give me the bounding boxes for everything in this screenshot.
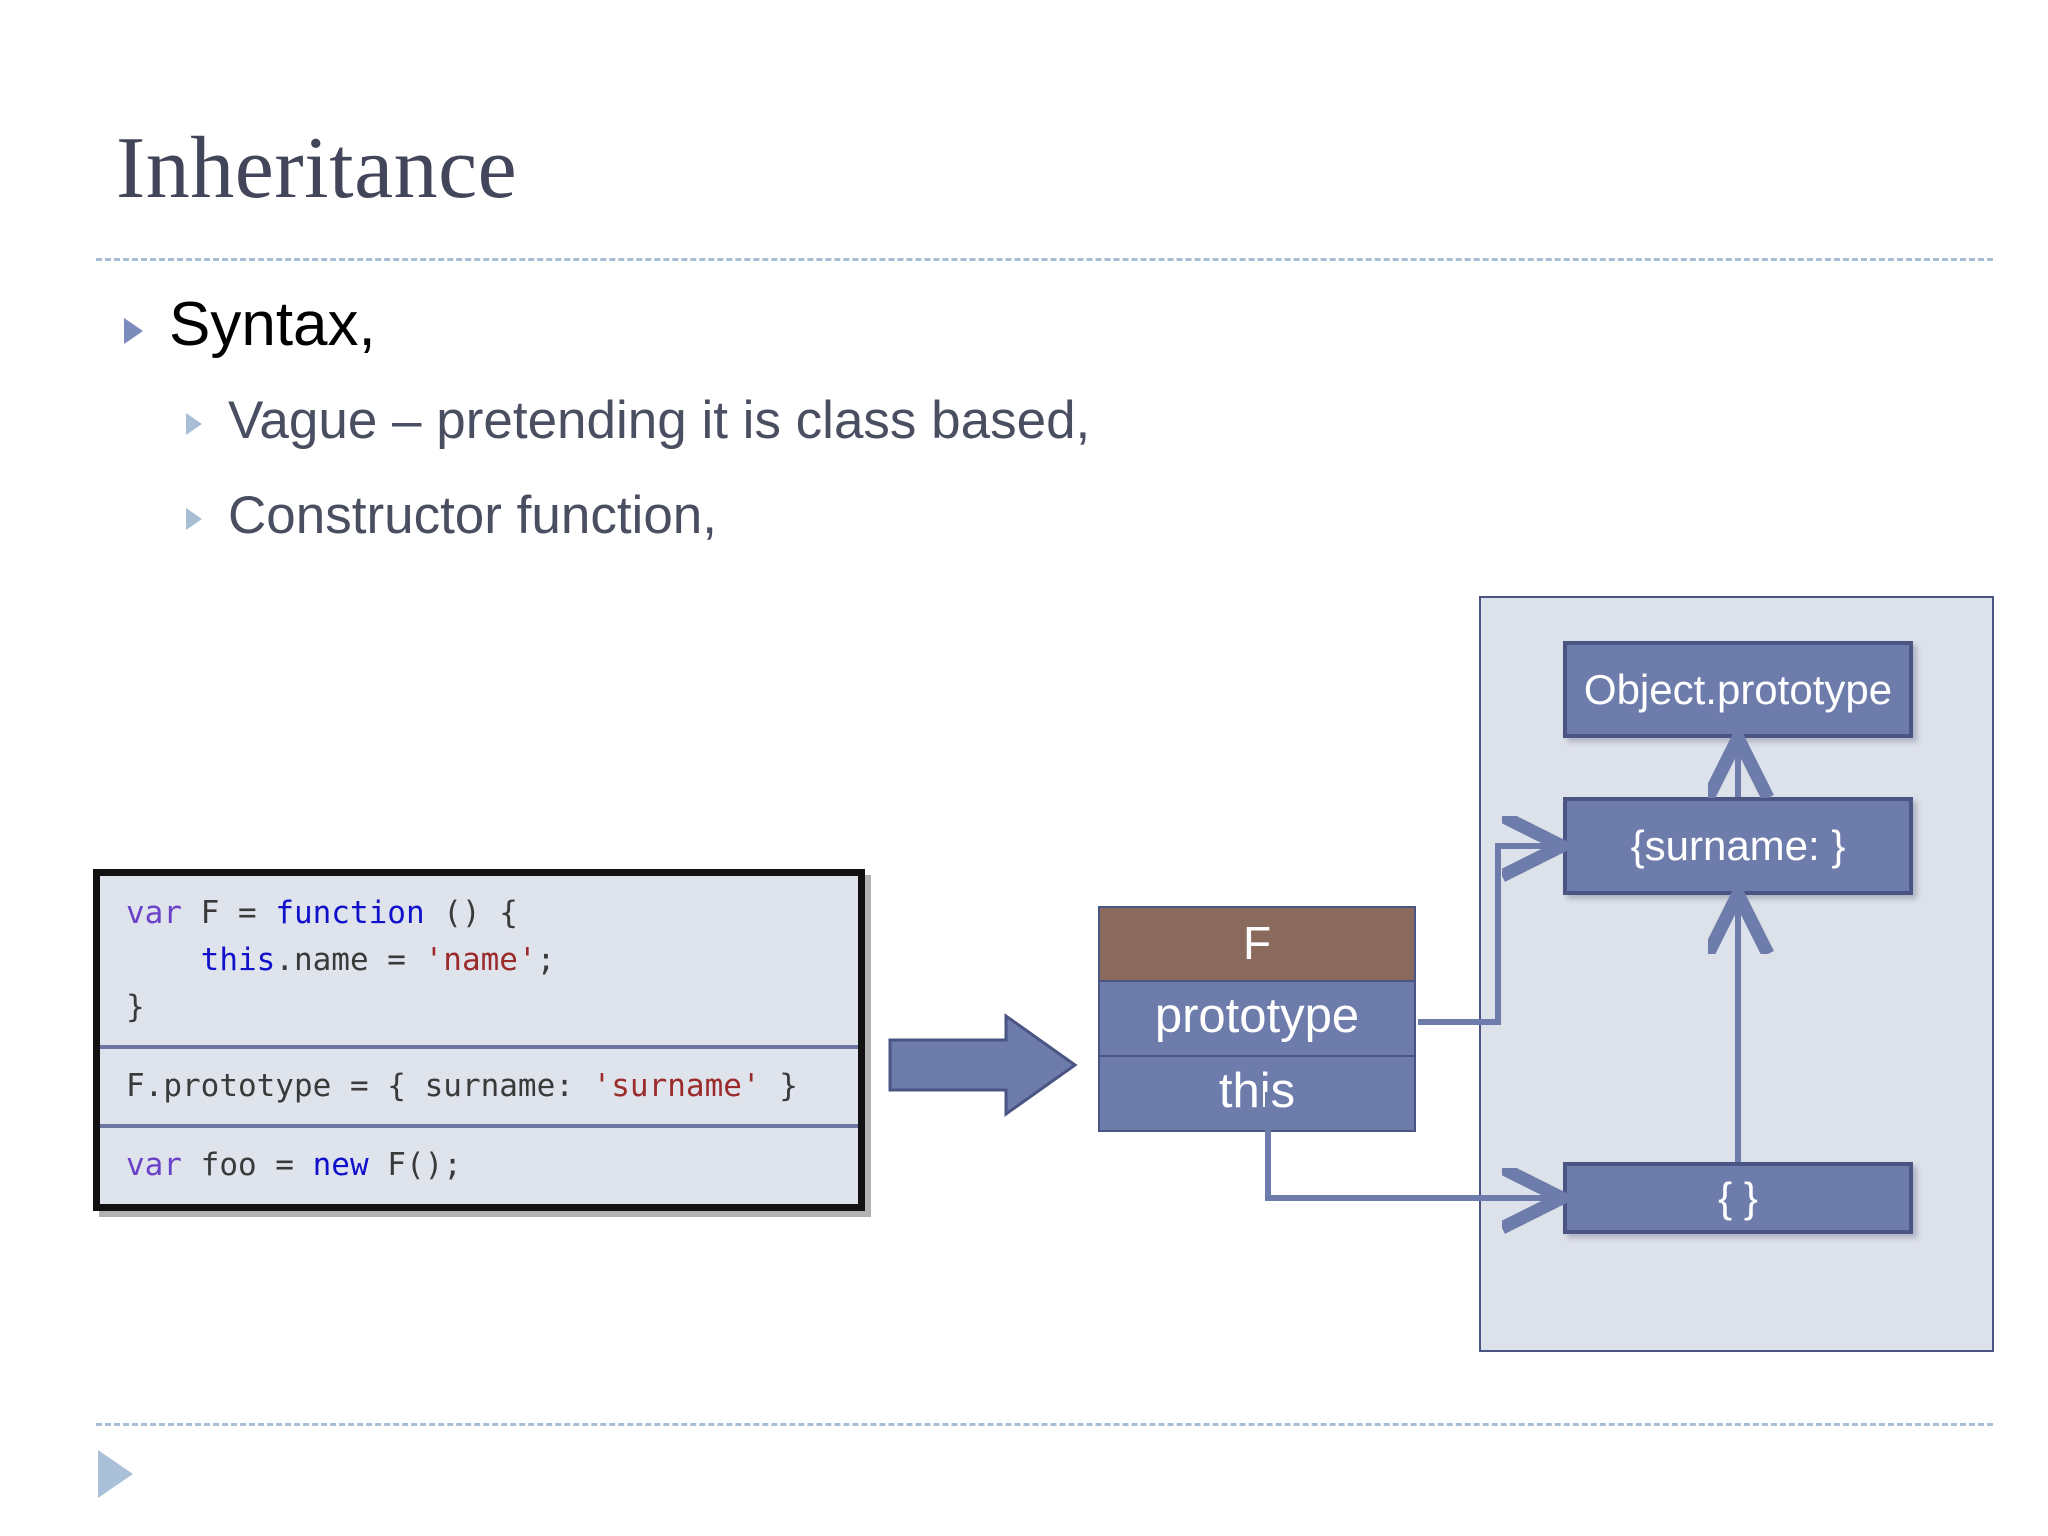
code-token-str: 'surname' <box>592 1068 761 1105</box>
function-object-f: F prototype this <box>1098 906 1416 1132</box>
code-token-plain: () { <box>424 895 518 931</box>
bullet-marker-icon <box>186 413 202 435</box>
bullet-label: Vague – pretending it is class based, <box>228 391 1091 450</box>
code-block: var F = function () { this.name = 'name'… <box>93 869 865 1211</box>
code-token-str: 'name' <box>424 942 537 979</box>
function-object-header: F <box>1100 908 1414 982</box>
code-token-plain: F(); <box>368 1147 462 1184</box>
code-line: var foo = new F(); <box>126 1142 832 1189</box>
bullet-vague: Vague – pretending it is class based, <box>186 392 1090 449</box>
flow-arrow-icon <box>888 1013 1078 1117</box>
code-token-plain: ; <box>536 942 556 979</box>
heap-box-instance-object: { } <box>1563 1162 1913 1234</box>
title-divider <box>96 258 1993 261</box>
code-group-2: F.prototype = { surname: 'surname' } <box>100 1045 858 1124</box>
code-token-plain: F = <box>200 895 276 931</box>
code-token-plain <box>126 942 201 978</box>
code-token-plain: foo = <box>200 1147 313 1184</box>
code-token-this: this <box>200 942 276 979</box>
code-token-kw: var <box>126 1147 201 1184</box>
footer-triangle-icon <box>98 1450 133 1498</box>
bullet-syntax: Syntax, <box>124 290 376 359</box>
bullet-marker-icon <box>186 508 202 530</box>
code-token-kw: var <box>126 895 201 931</box>
function-object-row-this: this <box>1100 1057 1414 1130</box>
code-token-fn: function <box>275 895 425 931</box>
code-line: F.prototype = { surname: 'surname' } <box>126 1063 832 1110</box>
code-token-plain: .name = <box>275 942 425 979</box>
code-line: } <box>126 984 832 1031</box>
code-token-plain: } <box>126 989 145 1026</box>
function-object-row-prototype: prototype <box>1100 982 1414 1057</box>
code-group-3: var foo = new F(); <box>100 1124 858 1203</box>
heap-box-object-prototype: Object.prototype <box>1563 641 1913 738</box>
bullet-constructor-function: Constructor function, <box>186 487 717 544</box>
code-line: this.name = 'name'; <box>126 937 832 984</box>
page-title: Inheritance <box>116 120 518 217</box>
heap-box-surname-object: {surname: } <box>1563 797 1913 895</box>
bullet-marker-icon <box>124 318 143 344</box>
footer-divider <box>96 1423 1993 1426</box>
code-token-plain: } <box>760 1068 798 1105</box>
bullet-label: Syntax, <box>169 290 376 359</box>
bullet-label: Constructor function, <box>228 486 718 545</box>
code-token-plain: F.prototype = { surname: <box>126 1068 593 1105</box>
code-token-fn: new <box>312 1147 369 1184</box>
code-line: var F = function () { <box>126 890 832 937</box>
code-group-1: var F = function () { this.name = 'name'… <box>100 876 858 1045</box>
